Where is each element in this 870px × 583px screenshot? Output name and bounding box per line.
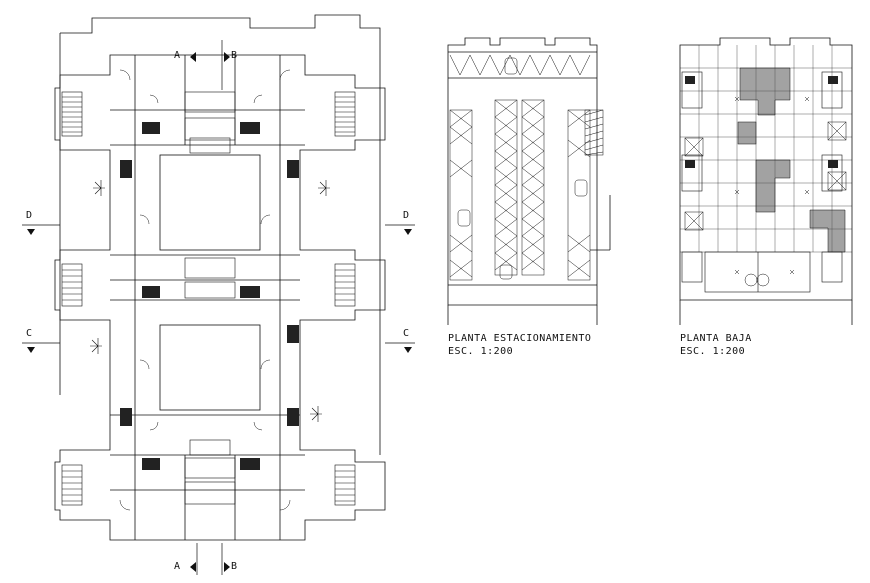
section-mark-d-right: D: [403, 210, 410, 221]
parking-plan: [447, 37, 611, 325]
section-mark-b-bottom: B: [231, 561, 238, 572]
section-mark-a-top: A: [174, 50, 181, 61]
ground-plan: [679, 37, 853, 325]
section-mark-c-right: C: [403, 328, 410, 339]
typical-floor-plan: [22, 14, 415, 575]
section-mark-c-left: C: [26, 328, 33, 339]
ground-plan-title: PLANTA BAJA: [680, 333, 752, 344]
section-mark-d-left: D: [26, 210, 33, 221]
section-mark-a-bottom: A: [174, 561, 181, 572]
parking-plan-title: PLANTA ESTACIONAMIENTO: [448, 333, 592, 344]
parking-plan-scale: ESC. 1:200: [448, 346, 514, 357]
ground-plan-scale: ESC. 1:200: [680, 346, 746, 357]
section-mark-b-top: B: [231, 50, 238, 61]
